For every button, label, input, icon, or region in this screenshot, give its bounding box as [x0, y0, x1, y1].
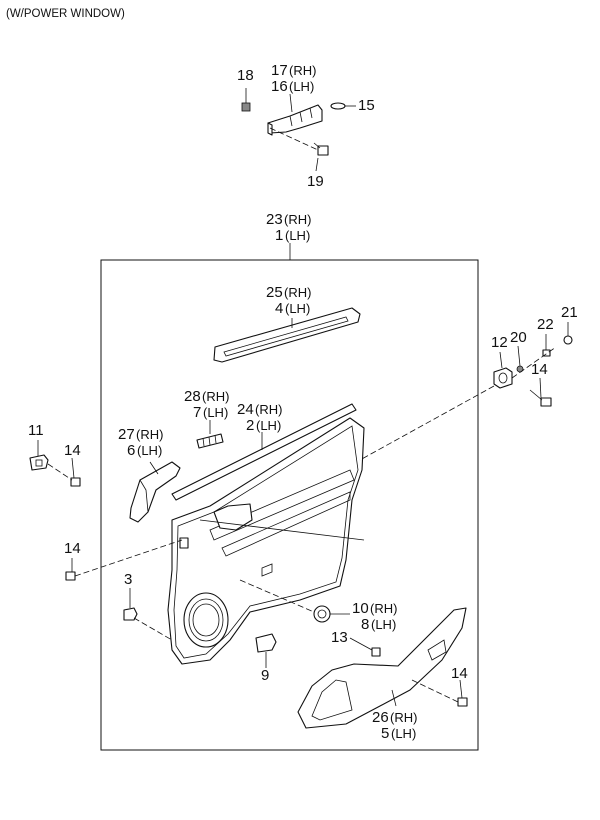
- callout-3: 3: [124, 571, 133, 588]
- upper-trim-24-2: [171, 403, 357, 501]
- callout-10: 10: [352, 600, 369, 617]
- part-21: [563, 335, 573, 345]
- callout-14-right: 14: [531, 361, 548, 378]
- callout-24-suffix: (RH): [255, 402, 283, 417]
- callout-7: 7: [193, 404, 202, 421]
- callout-5: 5: [381, 725, 390, 742]
- callout-14-left-upper: 14: [64, 442, 81, 459]
- callout-9: 9: [261, 667, 270, 684]
- callout-14-left-lower: 14: [64, 540, 81, 557]
- callout-22: 22: [537, 316, 554, 333]
- screw-14d: [457, 697, 468, 707]
- screw-19: [313, 142, 329, 156]
- screw-14b: [70, 477, 81, 487]
- clip-11: [29, 454, 49, 471]
- callout-1-suffix: (LH): [285, 228, 311, 243]
- callout-11: 11: [28, 422, 44, 439]
- lower-trim-26-5: [297, 607, 467, 729]
- callout-5-suffix: (LH): [391, 726, 417, 741]
- callout-2: 2: [246, 417, 255, 434]
- callout-6-suffix: (LH): [137, 443, 163, 458]
- callout-19: 19: [307, 173, 324, 190]
- diagram-header: (W/POWER WINDOW): [6, 8, 125, 20]
- callout-23-suffix: (RH): [284, 212, 312, 227]
- callout-10-suffix: (RH): [370, 601, 398, 616]
- clip-18: [241, 102, 251, 112]
- bezel-12: [493, 367, 513, 389]
- callout-21: 21: [561, 304, 578, 321]
- callout-8-suffix: (LH): [371, 617, 397, 632]
- callout-4: 4: [275, 300, 284, 317]
- callout-20: 20: [510, 329, 527, 346]
- callout-26: 26: [372, 709, 389, 726]
- callout-1: 1: [275, 227, 284, 244]
- callout-24: 24: [237, 401, 254, 418]
- callout-18: 18: [237, 67, 254, 84]
- screw-14a: [540, 397, 552, 407]
- callout-2-suffix: (LH): [256, 418, 282, 433]
- callout-25: 25: [266, 284, 283, 301]
- callout-12: 12: [491, 334, 508, 351]
- part-22: [542, 349, 551, 357]
- callout-6: 6: [127, 442, 136, 459]
- assembly-frame: [100, 259, 479, 751]
- grommet-10-8: [313, 605, 331, 623]
- mirror-bracket-part: [267, 104, 323, 136]
- callout-13: 13: [331, 629, 348, 646]
- callout-14-bottom: 14: [451, 665, 468, 682]
- callout-27: 27: [118, 426, 135, 443]
- callout-28: 28: [184, 388, 201, 405]
- callout-28-suffix: (RH): [202, 389, 230, 404]
- callout-8: 8: [361, 616, 370, 633]
- handle-cover-27-6: [129, 461, 181, 523]
- callout-16: 16: [271, 78, 288, 95]
- screw-14c: [65, 571, 76, 581]
- callout-17: 17: [271, 62, 288, 79]
- clip-3: [123, 607, 138, 621]
- door-trim-panel-1-23: [167, 417, 365, 665]
- switch-9: [255, 633, 277, 653]
- callout-23: 23: [266, 211, 283, 228]
- screw-13: [371, 647, 381, 657]
- callout-15: 15: [358, 97, 375, 114]
- callout-16-suffix: (LH): [289, 79, 315, 94]
- pad-15: [330, 102, 346, 110]
- callout-25-suffix: (RH): [284, 285, 312, 300]
- callout-27-suffix: (RH): [136, 427, 164, 442]
- callout-17-suffix: (RH): [289, 63, 317, 78]
- callout-4-suffix: (LH): [285, 301, 311, 316]
- switch-28-7: [196, 433, 224, 449]
- callout-7-suffix: (LH): [203, 405, 229, 420]
- armrest-trim-25-4: [213, 307, 361, 363]
- callout-26-suffix: (RH): [390, 710, 418, 725]
